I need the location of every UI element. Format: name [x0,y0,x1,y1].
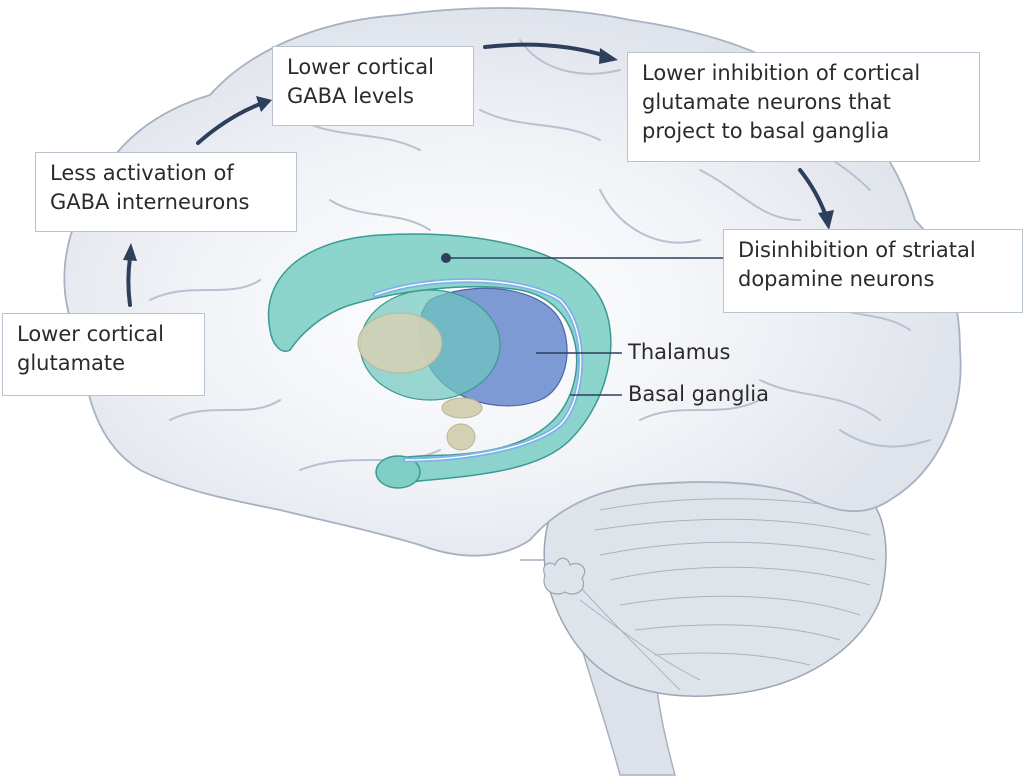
arrowhead-icon [123,243,137,261]
callout-dot [441,253,451,263]
arrow-step2-to-step3 [196,102,262,145]
striatum-tail-bulb [375,455,421,489]
step-lower-cortical-glutamate: Lower cortical glutamate [2,313,205,396]
label-basal-ganglia: Basal ganglia [628,382,769,406]
arrowheads [123,48,834,261]
stria-highlight [374,279,582,461]
callout-lines [446,257,724,396]
arrow-step1-to-step2 [126,256,132,307]
step-lower-inhibition-cortical-glutamate: Lower inhibition of cortical glutamate n… [627,52,980,162]
arrowhead-icon [599,48,618,64]
pons-flower [543,557,586,595]
substantia-nigra [446,423,476,451]
step-disinhibition-striatal-dopamine: Disinhibition of striatal dopamine neuro… [723,229,1023,313]
arrowhead-icon [256,96,272,112]
step-lower-cortical-gaba: Lower cortical GABA levels [272,46,474,126]
globus-pallidus [357,312,443,374]
step-less-activation-gaba: Less activation of GABA interneurons [35,152,297,232]
subthalamic-nucleus [441,397,483,419]
arrow-step3-to-step4 [483,42,608,58]
arrowhead-icon [818,210,834,230]
label-thalamus: Thalamus [628,340,731,364]
